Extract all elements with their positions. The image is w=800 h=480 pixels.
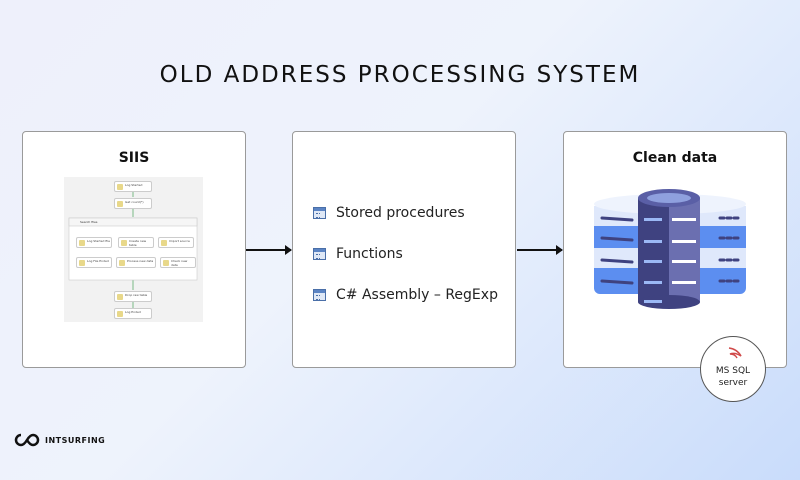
arrow-middle-to-clean xyxy=(517,245,563,255)
flow-node: Get count(*) xyxy=(114,198,152,209)
middle-box: Stored procedures Functions C# Assembly … xyxy=(292,131,516,368)
ms-sql-logo-icon xyxy=(728,347,742,359)
ms-sql-server-badge: MS SQL server xyxy=(700,336,766,402)
flow-node: Log Started file xyxy=(76,237,112,248)
arrow-siis-to-middle xyxy=(246,245,292,255)
list-item-stored-procedures: Stored procedures xyxy=(313,192,498,233)
procedure-icon xyxy=(313,206,326,219)
list-item-functions: Functions xyxy=(313,233,498,274)
ssis-flow-screenshot: Log Started Get count(*) Search files Lo… xyxy=(64,177,203,322)
flow-connectors xyxy=(68,192,198,308)
flow-node: Process new data xyxy=(116,257,156,268)
logo-text: INTSURFING xyxy=(45,435,106,445)
list-item-csharp-assembly: C# Assembly – RegExp xyxy=(313,274,498,315)
item-label: C# Assembly – RegExp xyxy=(336,286,498,303)
page-title: OLD ADDRESS PROCESSING SYSTEM xyxy=(159,62,641,88)
item-label: Functions xyxy=(336,245,403,262)
item-label: Stored procedures xyxy=(336,204,465,221)
flow-node: Log Started xyxy=(114,181,152,192)
flow-node: Create new table xyxy=(118,237,154,248)
assembly-icon xyxy=(313,288,326,301)
flow-node: Check new data xyxy=(160,257,196,268)
database-icon xyxy=(594,189,746,309)
siis-heading: SIIS xyxy=(118,150,150,166)
flow-node: Log Ended xyxy=(114,308,152,319)
flow-node: Log File Ended xyxy=(76,257,112,268)
flow-node: Import source xyxy=(158,237,194,248)
badge-line-2: server xyxy=(718,378,748,388)
flow-node: Drop raw table xyxy=(114,291,152,302)
badge-line-1: MS SQL xyxy=(715,366,751,376)
intsurfing-logo: INTSURFING xyxy=(14,433,105,447)
infinity-logo-icon xyxy=(14,433,40,447)
flow-container-label: Search files xyxy=(80,220,98,224)
siis-box: SIIS Log Started Get count(*) Search fil… xyxy=(22,131,246,368)
clean-data-heading: Clean data xyxy=(632,150,718,166)
function-icon xyxy=(313,247,326,260)
center-cylinder xyxy=(638,189,700,309)
clean-data-box: Clean data xyxy=(563,131,787,368)
